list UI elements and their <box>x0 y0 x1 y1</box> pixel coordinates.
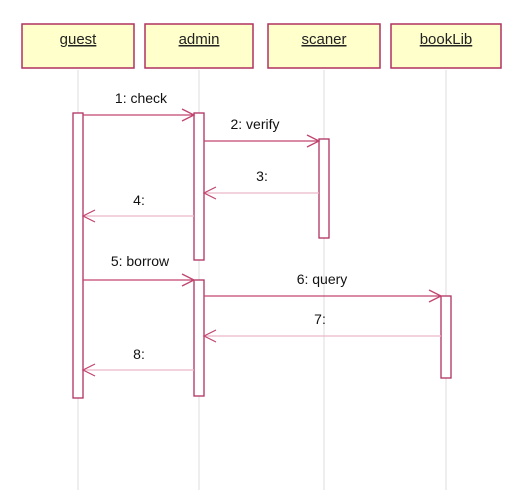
activation-booklib <box>440 295 452 379</box>
message-2[interactable]: 2: verify <box>204 116 321 148</box>
message-1-label: 1: check <box>115 90 168 106</box>
object-guest[interactable]: guest <box>21 23 135 69</box>
object-admin-label: admin <box>179 31 220 48</box>
object-admin[interactable]: admin <box>144 23 254 69</box>
message-7-label: 7: <box>314 311 326 327</box>
activation-admin-2 <box>193 279 205 397</box>
message-6[interactable]: 6: query <box>204 271 443 303</box>
message-4-label: 4: <box>133 192 145 208</box>
object-guest-label: guest <box>60 31 98 48</box>
message-6-label: 6: query <box>297 271 348 287</box>
message-3-label: 3: <box>256 168 268 184</box>
message-1[interactable]: 1: check <box>83 90 196 122</box>
message-8-label: 8: <box>133 346 145 362</box>
message-5[interactable]: 5: borrow <box>83 253 196 287</box>
message-2-label: 2: verify <box>230 116 279 132</box>
activation-scaner <box>318 138 330 239</box>
object-booklib[interactable]: bookLib <box>390 23 502 69</box>
message-5-label: 5: borrow <box>111 253 170 269</box>
object-scaner[interactable]: scaner <box>267 23 381 69</box>
object-booklib-label: bookLib <box>420 31 473 48</box>
message-3[interactable]: 3: <box>202 168 319 200</box>
message-7[interactable]: 7: <box>202 311 441 343</box>
object-scaner-label: scaner <box>301 31 346 48</box>
message-4[interactable]: 4: <box>81 192 194 223</box>
message-8[interactable]: 8: <box>81 346 194 377</box>
activation-admin-1 <box>193 112 205 261</box>
activation-guest <box>72 112 84 399</box>
